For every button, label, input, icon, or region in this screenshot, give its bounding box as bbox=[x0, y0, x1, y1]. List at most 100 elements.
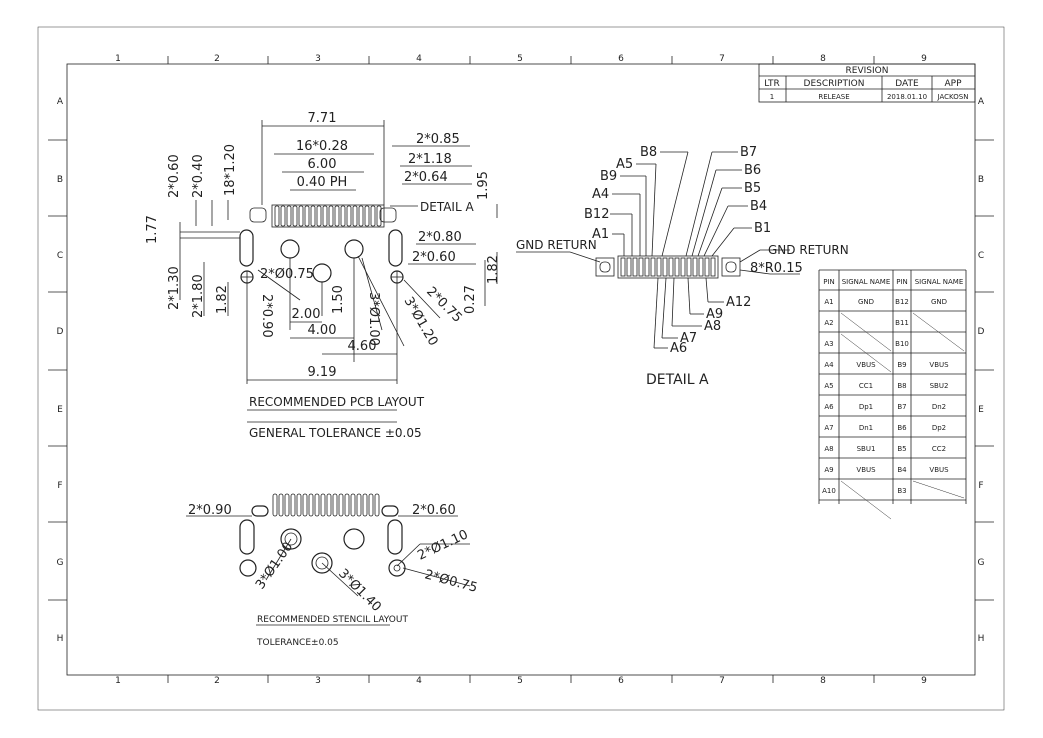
dim-0-27: 0.27 bbox=[463, 285, 478, 314]
dim-2-00: 2.00 bbox=[292, 307, 321, 322]
pcb-pad bbox=[340, 205, 346, 227]
pin-table-cell: A9 bbox=[824, 466, 833, 474]
zone-col-top: 4 bbox=[416, 54, 422, 64]
pin-table-cell: A1 bbox=[824, 298, 833, 306]
detail-pad bbox=[662, 257, 668, 277]
pin-label-b1: B1 bbox=[754, 221, 771, 236]
zone-row-right: A bbox=[978, 97, 985, 107]
pcb-pad bbox=[292, 205, 298, 227]
stencil-dim-2xdia0-75: 2*Ø0.75 bbox=[423, 567, 479, 595]
dim-2xdia0-75: 2*Ø0.75 bbox=[260, 267, 314, 282]
zone-col-bottom: 9 bbox=[921, 676, 927, 686]
stencil-hole-center bbox=[311, 552, 333, 574]
stencil-caption: RECOMMENDED STENCIL LAYOUT bbox=[257, 615, 408, 625]
pcb-pad bbox=[352, 205, 358, 227]
dim-7-71: 7.71 bbox=[308, 111, 337, 126]
zone-row-left: A bbox=[57, 97, 64, 107]
pin-table-cell: Dp1 bbox=[859, 403, 873, 411]
zone-row-right: H bbox=[978, 634, 985, 644]
stencil-dim-2xdia1-10: 2*Ø1.10 bbox=[415, 527, 470, 563]
pin-table-cell: CC1 bbox=[859, 382, 873, 390]
rev-date: 2018.01.10 bbox=[887, 93, 927, 101]
pin-table-cell: A5 bbox=[824, 382, 833, 390]
pin-table-cell: CC2 bbox=[932, 445, 946, 453]
pin-label-a4: A4 bbox=[592, 187, 609, 202]
pin-table-cell: Dn2 bbox=[932, 403, 946, 411]
dim-2x0-60: 2*0.60 bbox=[412, 250, 456, 265]
zone-col-top: 8 bbox=[820, 54, 826, 64]
pcb-hole-left bbox=[280, 239, 300, 259]
pcb-tolerance: GENERAL TOLERANCE ±0.05 bbox=[249, 426, 422, 440]
signal-header-b: SIGNAL NAME bbox=[915, 278, 964, 286]
stencil-pad bbox=[344, 493, 350, 517]
zone-col-top: 9 bbox=[921, 54, 927, 64]
pin-table-cell: B4 bbox=[897, 466, 907, 474]
stencil-slot-right bbox=[387, 519, 403, 555]
pin-label-b9: B9 bbox=[600, 169, 617, 184]
rev-description: RELEASE bbox=[818, 93, 849, 101]
pcb-pad bbox=[346, 205, 352, 227]
dim-3xdia1-00: 3*Ø1.00 bbox=[366, 292, 381, 346]
dim-2x0-75: 2*0.75 bbox=[423, 284, 465, 326]
zone-col-bottom: 5 bbox=[517, 676, 523, 686]
revision-title: REVISION bbox=[846, 66, 889, 76]
zone-row-right: B bbox=[978, 175, 984, 185]
pin-table-cell: A7 bbox=[824, 424, 833, 432]
pin-table-cell: B9 bbox=[897, 361, 906, 369]
stencil-pad bbox=[374, 493, 380, 517]
zone-col-bottom: 2 bbox=[214, 676, 220, 686]
pin-label-b7: B7 bbox=[740, 145, 757, 160]
stencil-pad bbox=[296, 493, 302, 517]
pin-table-cell: A4 bbox=[824, 361, 834, 369]
dim-6-00: 6.00 bbox=[308, 157, 337, 172]
pin-table-cell: A3 bbox=[824, 340, 833, 348]
pin-table-cell: B11 bbox=[895, 319, 909, 327]
pcb-pad bbox=[274, 205, 280, 227]
dim-1-82-right: 1.82 bbox=[486, 255, 501, 284]
pcb-pad bbox=[286, 205, 292, 227]
pcb-pad bbox=[316, 205, 322, 227]
stencil-pad bbox=[290, 493, 296, 517]
pcb-pad-row bbox=[249, 204, 397, 228]
rev-ltr: 1 bbox=[770, 93, 774, 101]
stencil-tolerance: TOLERANCE±0.05 bbox=[256, 638, 339, 648]
dim-2x0-60-vertical: 2*0.60 bbox=[167, 154, 182, 198]
gnd-return-right: GND RETURN bbox=[768, 243, 849, 257]
pin-table-cell: B12 bbox=[895, 298, 909, 306]
detail-pad bbox=[668, 257, 674, 277]
pin-label-a8: A8 bbox=[704, 319, 721, 334]
stencil-dim-2x0-60: 2*0.60 bbox=[412, 503, 456, 518]
zone-col-top: 5 bbox=[517, 54, 523, 64]
detail-pad bbox=[638, 257, 644, 277]
pin-table-cell: A10 bbox=[822, 487, 836, 495]
stencil-pad bbox=[368, 493, 374, 517]
dim-16x0-28: 16*0.28 bbox=[296, 139, 348, 154]
stencil-pad bbox=[284, 493, 290, 517]
detail-radius: 8*R0.15 bbox=[750, 261, 803, 276]
pin-table-cell: A8 bbox=[824, 445, 833, 453]
stencil-pad bbox=[272, 493, 278, 517]
pin-table-cell: B8 bbox=[897, 382, 906, 390]
pin-label-a5: A5 bbox=[616, 157, 633, 172]
pcb-pad bbox=[376, 205, 382, 227]
pcb-pad bbox=[364, 205, 370, 227]
dim-1-77: 1.77 bbox=[145, 215, 160, 244]
detail-pad bbox=[674, 257, 680, 277]
pcb-pad bbox=[370, 205, 376, 227]
pin-table-cell: Dp2 bbox=[932, 424, 946, 432]
inner-border bbox=[66, 63, 976, 676]
detail-leader-lines bbox=[516, 151, 800, 349]
stencil-pad bbox=[278, 493, 284, 517]
stencil-hole-left bbox=[280, 528, 302, 550]
detail-pad bbox=[704, 257, 710, 277]
detail-pad bbox=[692, 257, 698, 277]
pin-label-b5: B5 bbox=[744, 181, 761, 196]
zone-row-left: D bbox=[57, 327, 64, 337]
detail-pad bbox=[644, 257, 650, 277]
stencil-slot-left bbox=[239, 519, 255, 555]
zone-row-right: F bbox=[978, 481, 983, 491]
pin-table-cell: GND bbox=[931, 298, 947, 306]
